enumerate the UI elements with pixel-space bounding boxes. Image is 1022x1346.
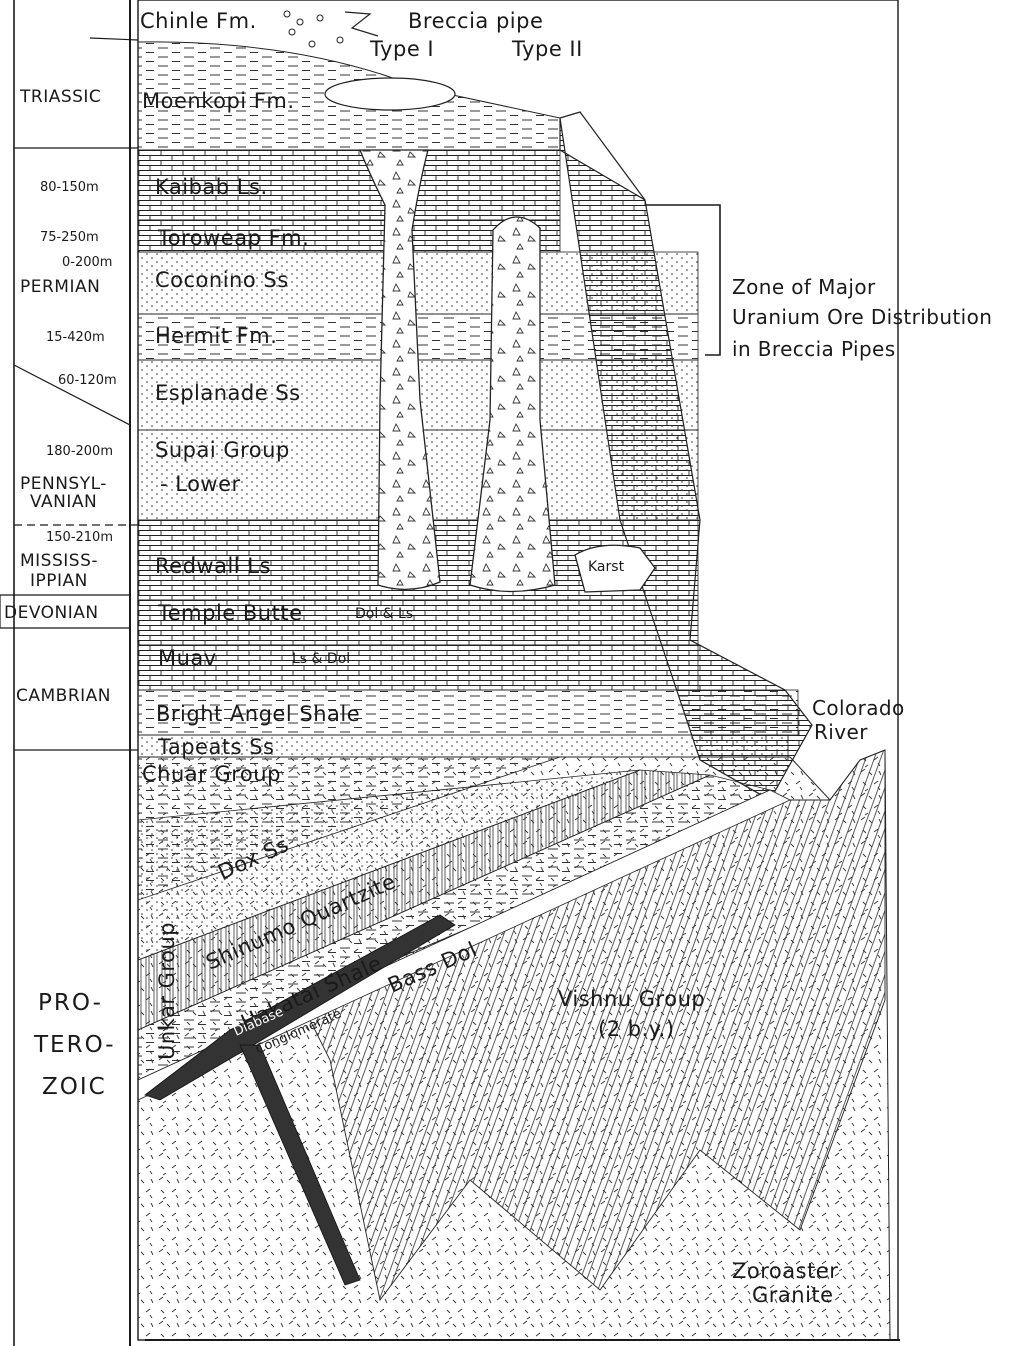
label-zone-3: in Breccia Pipes [732,337,896,361]
label-colorado-1: Colorado [812,696,905,720]
label-vishnu-age: (2 b.y.) [598,1017,675,1041]
period-triassic: TRIASSIC [19,87,101,107]
label-unkar: Unkar Group [155,922,179,1060]
label-zoroaster-1: Zoroaster [732,1259,838,1283]
thickness-kaibab: 80-150m [40,180,99,195]
label-type-1: Type I [369,37,434,61]
period-cambrian: CAMBRIAN [16,686,111,706]
thickness-hermit: 15-420m [46,330,105,345]
breccia-legend-symbol [284,11,378,47]
label-tapeats: Tapeats Ss [157,735,274,759]
label-moenkopi: Moenkopi Fm. [142,89,295,113]
label-zone-2: Uranium Ore Distribution [732,305,992,329]
period-pennsylvanian-2: VANIAN [30,492,97,512]
label-chuar: Chuar Group [142,762,281,786]
proterozoic-block [138,750,890,1340]
period-devonian: DEVONIAN [4,603,99,623]
label-breccia-pipe: Breccia pipe [408,9,543,33]
label-zoroaster-2: Granite [752,1283,834,1307]
thickness-redwall: 150-210m [46,530,113,545]
period-pennsylvanian-1: PENNSYL- [20,474,107,494]
label-hermit: Hermit Fm. [155,324,277,348]
period-permian: PERMIAN [20,277,100,297]
label-colorado-2: River [814,720,868,744]
thickness-esplanade: 60-120m [58,373,117,388]
label-lower: - Lower [160,472,241,496]
label-redwall: Redwall Ls [155,554,271,578]
thickness-coconino: 0-200m [62,255,112,270]
label-temple-butte: Temple Butte [157,601,303,625]
label-type-2: Type II [511,37,583,61]
label-chinle: Chinle Fm. [140,9,257,33]
label-toroweap: Toroweap Fm. [157,226,309,250]
label-vishnu: Vishnu Group [558,987,705,1011]
label-dol-ls: Dol & Ls [355,606,413,622]
label-bright-angel: Bright Angel Shale [156,702,360,726]
thickness-supai: 180-200m [46,444,113,459]
label-ls-dol: Ls & Dol [292,651,350,667]
period-mississippian-2: IPPIAN [30,571,88,591]
period-proterozoic-3: ZOIC [42,1074,107,1100]
period-mississippian-1: MISSISS- [20,551,98,571]
period-proterozoic-2: TERO- [33,1032,116,1058]
label-muav: Muav [158,646,217,670]
muav-layer [138,645,698,690]
label-kaibab: Kaibab Ls. [155,175,268,199]
label-supai: Supai Group [155,438,290,462]
period-proterozoic-1: PRO- [38,990,103,1016]
label-coconino: Coconino Ss [155,268,289,292]
label-esplanade: Esplanade Ss [155,381,301,405]
label-zone-1: Zone of Major [732,275,876,299]
label-karst: Karst [588,559,625,575]
thickness-toroweap: 75-250m [40,230,99,245]
